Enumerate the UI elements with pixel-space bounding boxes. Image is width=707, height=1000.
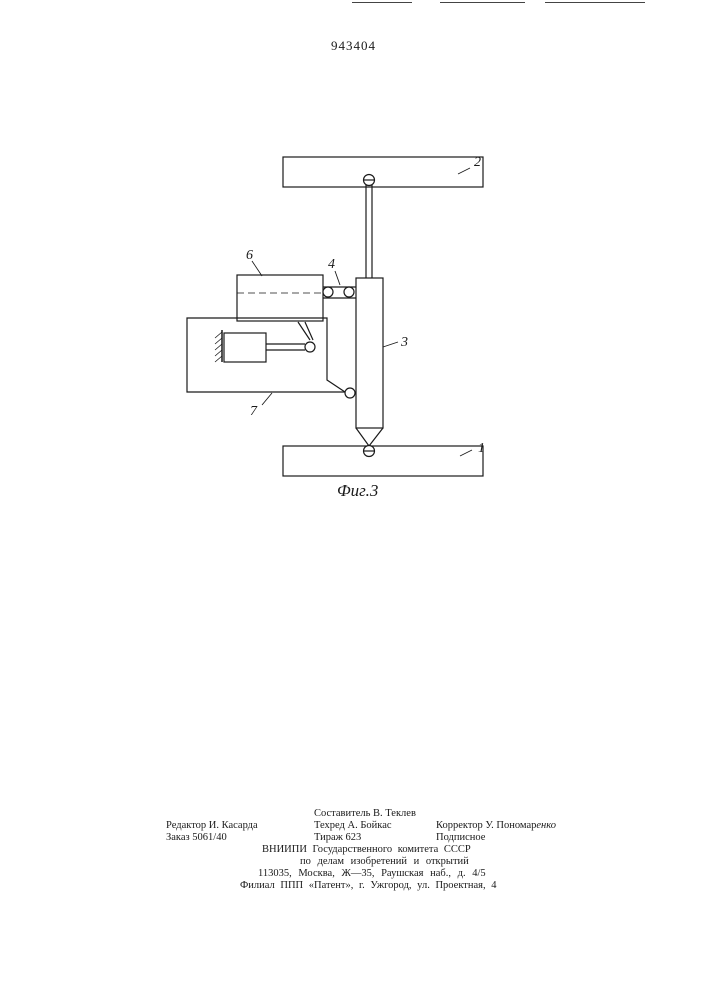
- leader-3: [383, 342, 398, 347]
- actuator-link: [298, 322, 310, 340]
- link-hinge-left: [323, 287, 333, 297]
- label-3: 3: [400, 335, 408, 350]
- figure-caption: Фиг.3: [337, 481, 378, 500]
- leader-7: [262, 393, 272, 405]
- colophon-techred: Техред А. Бойкас: [314, 820, 392, 832]
- colophon-order: Заказ 5061/40: [166, 832, 227, 844]
- actuator-body: [224, 333, 266, 362]
- block-6: [237, 275, 323, 321]
- label-2: 2: [474, 155, 481, 170]
- corrector-suffix: енко: [536, 820, 556, 831]
- corrector-prefix: Корректор У. Пономар: [436, 820, 536, 831]
- top-beam: [283, 157, 483, 187]
- label-7: 7: [250, 404, 258, 419]
- colophon-branch: Филиал ППП «Патент», г. Ужгород, ул. Про…: [240, 880, 496, 892]
- label-4: 4: [328, 257, 335, 272]
- label-1: 1: [478, 441, 485, 456]
- actuator-link-b: [305, 322, 313, 340]
- colophon-circulation: Тираж 623: [314, 832, 361, 844]
- colophon-subscription: Подписное: [436, 832, 485, 844]
- leader-6: [252, 261, 262, 276]
- link-hinge-right: [344, 287, 354, 297]
- colophon-org-line2: по делам изобретений и открытий: [300, 856, 469, 868]
- bottom-beam: [283, 446, 483, 476]
- colophon-compiler: Составитель В. Теклев: [314, 808, 416, 820]
- frame-hinge: [345, 388, 355, 398]
- colophon-corrector: Корректор У. Пономаренко: [436, 820, 556, 832]
- label-6: 6: [246, 248, 253, 263]
- colophon-org-line1: ВНИИПИ Государственного комитета СССР: [262, 844, 471, 856]
- leader-4: [335, 271, 340, 285]
- colophon-address: 113035, Москва, Ж—35, Раушская наб., д. …: [258, 868, 486, 880]
- colophon-editor: Редактор И. Касарда: [166, 820, 258, 832]
- cylinder: [356, 278, 383, 428]
- ground-hatch: [215, 332, 222, 362]
- cylinder-tip: [356, 428, 383, 446]
- actuator-hinge: [305, 342, 315, 352]
- frame-connector: [318, 318, 345, 392]
